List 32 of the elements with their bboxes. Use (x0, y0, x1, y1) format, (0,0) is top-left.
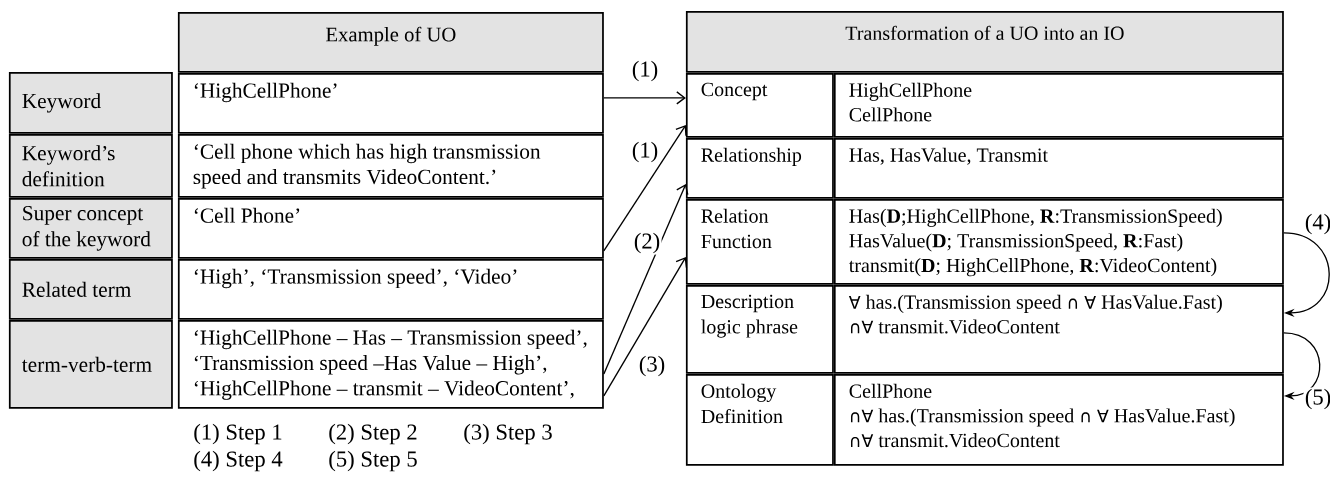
column-header: Example of UO (177, 11, 604, 73)
step-legend-entry: (1) Step 1 (194, 423, 282, 445)
table-cell: ‘HighCellPhone – Has – Transmission speed’, ‘Transmission speed –Has Value – High’, ‘HighCellPhone – transmit – VideoContent’, (177, 319, 604, 409)
row-header-cell: Concept (685, 72, 834, 138)
edge-label: (1) (630, 140, 660, 164)
row-header-cell: Description logic phrase (685, 284, 834, 374)
edge-label: (2) (632, 231, 662, 255)
table-cell: ‘Cell Phone’ (177, 197, 604, 259)
row-header-cell: Keyword (8, 71, 173, 134)
arrow (603, 124, 687, 252)
arrow (603, 183, 689, 375)
row-header-cell: Relation Function (685, 198, 834, 285)
row-header-cell: Ontology Definition (685, 373, 834, 466)
edge-label: (4) (1303, 212, 1330, 236)
edge-label: (3) (637, 354, 667, 378)
step-legend-entry: (4) Step 4 (194, 450, 283, 472)
row-header-cell: Relationship (685, 137, 834, 199)
row-header-cell: Keyword’s definition (8, 133, 173, 198)
step-legend-entry: (5) Step 5 (329, 450, 417, 472)
arrow (1283, 332, 1321, 400)
edge-label: (1) (630, 59, 660, 83)
arrow (603, 91, 686, 105)
table-cell: ‘HighCellPhone’ (177, 72, 604, 134)
edge-label: (5) (1303, 387, 1330, 411)
row-header-cell: Related term (8, 258, 173, 320)
arrow (603, 256, 688, 397)
row-header-cell: term-verb-term (8, 319, 173, 409)
table-cell: ‘High’, ‘Transmission speed’, ‘Video’ (177, 258, 604, 320)
row-header-cell: Super concept of the keyword (8, 197, 173, 259)
arrow (1283, 232, 1330, 317)
table-cell: ‘Cell phone which has high transmission speed and transmits VideoContent.’ (177, 133, 604, 198)
column-header: Transformation of a UO into an IO (685, 10, 1284, 73)
